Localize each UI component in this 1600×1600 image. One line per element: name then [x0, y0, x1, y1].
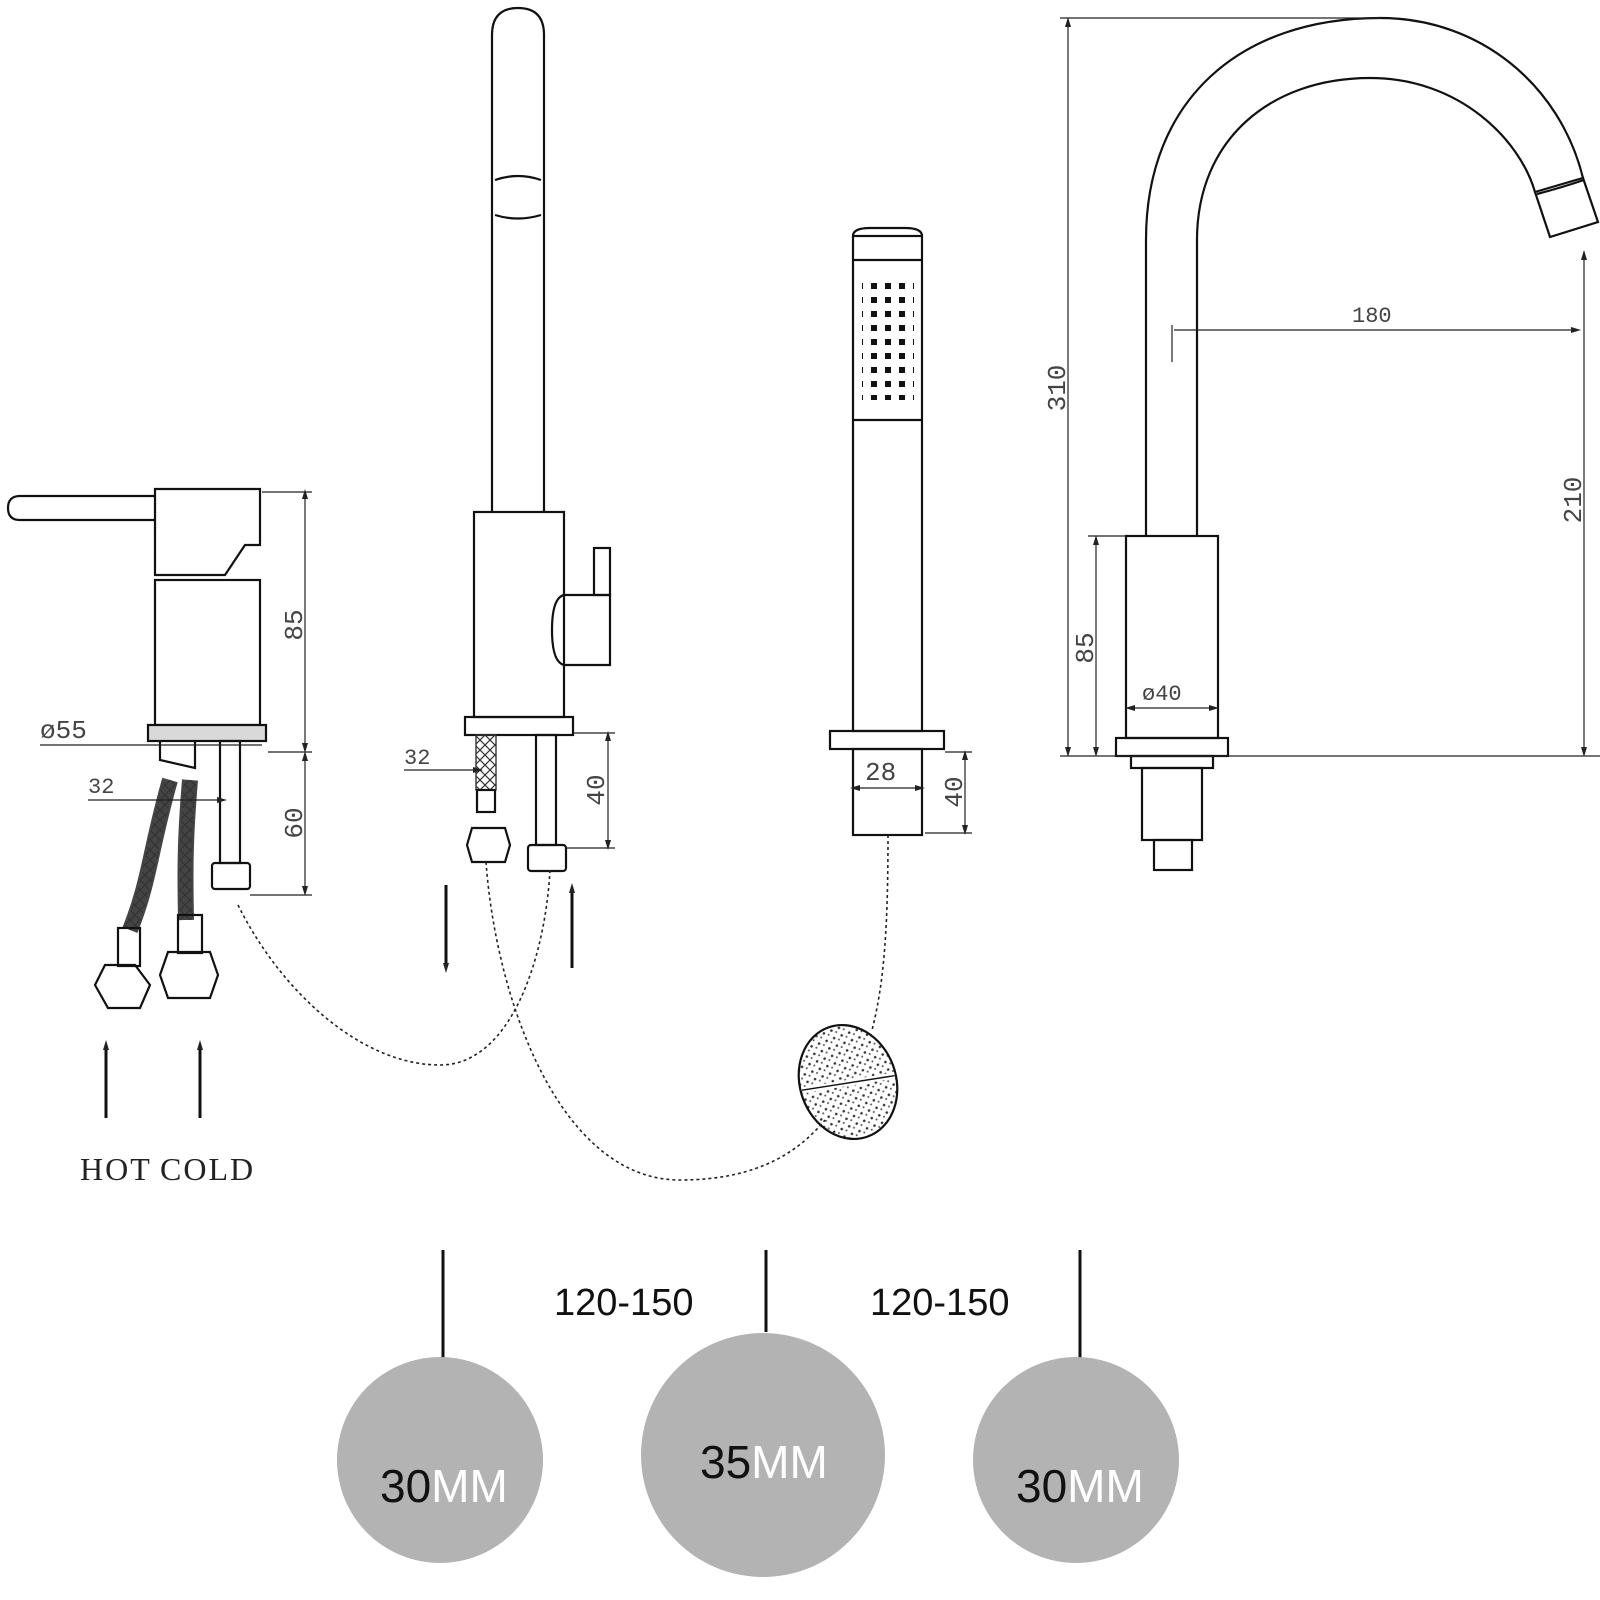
diverter-unit: 40 32 — [404, 6, 615, 973]
spout-nut — [1152, 838, 1194, 872]
hole-3-circle — [973, 1357, 1179, 1563]
spout-outlet-height-dimension: 210 — [1559, 477, 1589, 524]
cold-fitting — [158, 950, 220, 1000]
diverter-pipe-dimension: 32 — [404, 746, 430, 771]
mixer-height-dimension: 85 — [280, 609, 310, 640]
handshower-width-dimension: 28 — [865, 758, 896, 788]
hose-diverter-to-shower — [485, 861, 826, 1181]
handshower-below-dimension: 40 — [940, 776, 970, 807]
spout-inner-curve — [1195, 76, 1537, 536]
mixer-rod — [218, 739, 242, 865]
hole-1-circle — [337, 1357, 543, 1563]
mixer-pipe-dimension: 32 — [88, 775, 114, 800]
diverter-fitting — [465, 826, 512, 864]
spout-base — [1114, 736, 1230, 758]
mixer-below-dimension: 60 — [280, 807, 310, 838]
hole-2-label: 35MM — [700, 1436, 828, 1488]
hole-1-size: 30 — [380, 1460, 431, 1512]
spacing-left: 120-150 — [554, 1282, 693, 1324]
handshower-nozzle-grid — [862, 282, 914, 400]
diverter-base — [463, 715, 575, 737]
mixer-cap — [153, 487, 262, 577]
hose-mixer-to-diverter — [237, 869, 551, 1066]
hole-2-unit: MM — [751, 1436, 828, 1488]
diverter-rod — [534, 733, 558, 847]
diverter-body — [472, 510, 566, 719]
handshower-base — [828, 729, 946, 751]
hose-weight — [797, 1023, 899, 1141]
diverter-column — [490, 6, 546, 512]
mixer-nut — [210, 861, 252, 891]
spout-outlet — [1533, 176, 1600, 239]
spout-outer-curve — [1144, 16, 1585, 536]
spacing-right: 120-150 — [870, 1282, 1009, 1324]
hole-1-label: 30MM — [380, 1460, 508, 1512]
hole-3-label: 30MM — [1016, 1460, 1144, 1512]
hole-2-size: 35 — [700, 1436, 751, 1488]
diverter-knob — [550, 593, 612, 667]
diverter-nut — [526, 843, 568, 873]
hot-fitting — [93, 963, 152, 1010]
mixer-unit: HOT COLD 85 60 ø55 32 — [6, 487, 312, 1187]
hole-3-size: 30 — [1016, 1460, 1067, 1512]
hole-2-circle — [641, 1333, 885, 1577]
hot-label: HOT — [80, 1151, 152, 1187]
mixer-body — [153, 578, 262, 727]
mixer-diameter-dimension: ø55 — [40, 716, 87, 746]
handshower-unit: 28 40 — [797, 226, 972, 1141]
mixer-base — [146, 723, 268, 743]
mounting-holes: 120-150 120-150 30MM 35MM 30MM — [337, 1250, 1179, 1577]
spout-unit: 310 85 180 210 ø40 — [1043, 16, 1600, 872]
diverter-below-dimension: 40 — [582, 774, 612, 805]
spout-diameter-dimension: ø40 — [1142, 682, 1182, 707]
spout-shank — [1140, 766, 1204, 842]
cold-label: COLD — [160, 1151, 255, 1187]
hole-3-unit: MM — [1067, 1460, 1144, 1512]
spout-total-height-dimension: 310 — [1043, 365, 1073, 412]
mixer-lever — [6, 494, 155, 522]
spout-reach-dimension: 180 — [1352, 304, 1392, 329]
hole-1-unit: MM — [431, 1460, 508, 1512]
spout-body-height-dimension: 85 — [1071, 632, 1101, 663]
